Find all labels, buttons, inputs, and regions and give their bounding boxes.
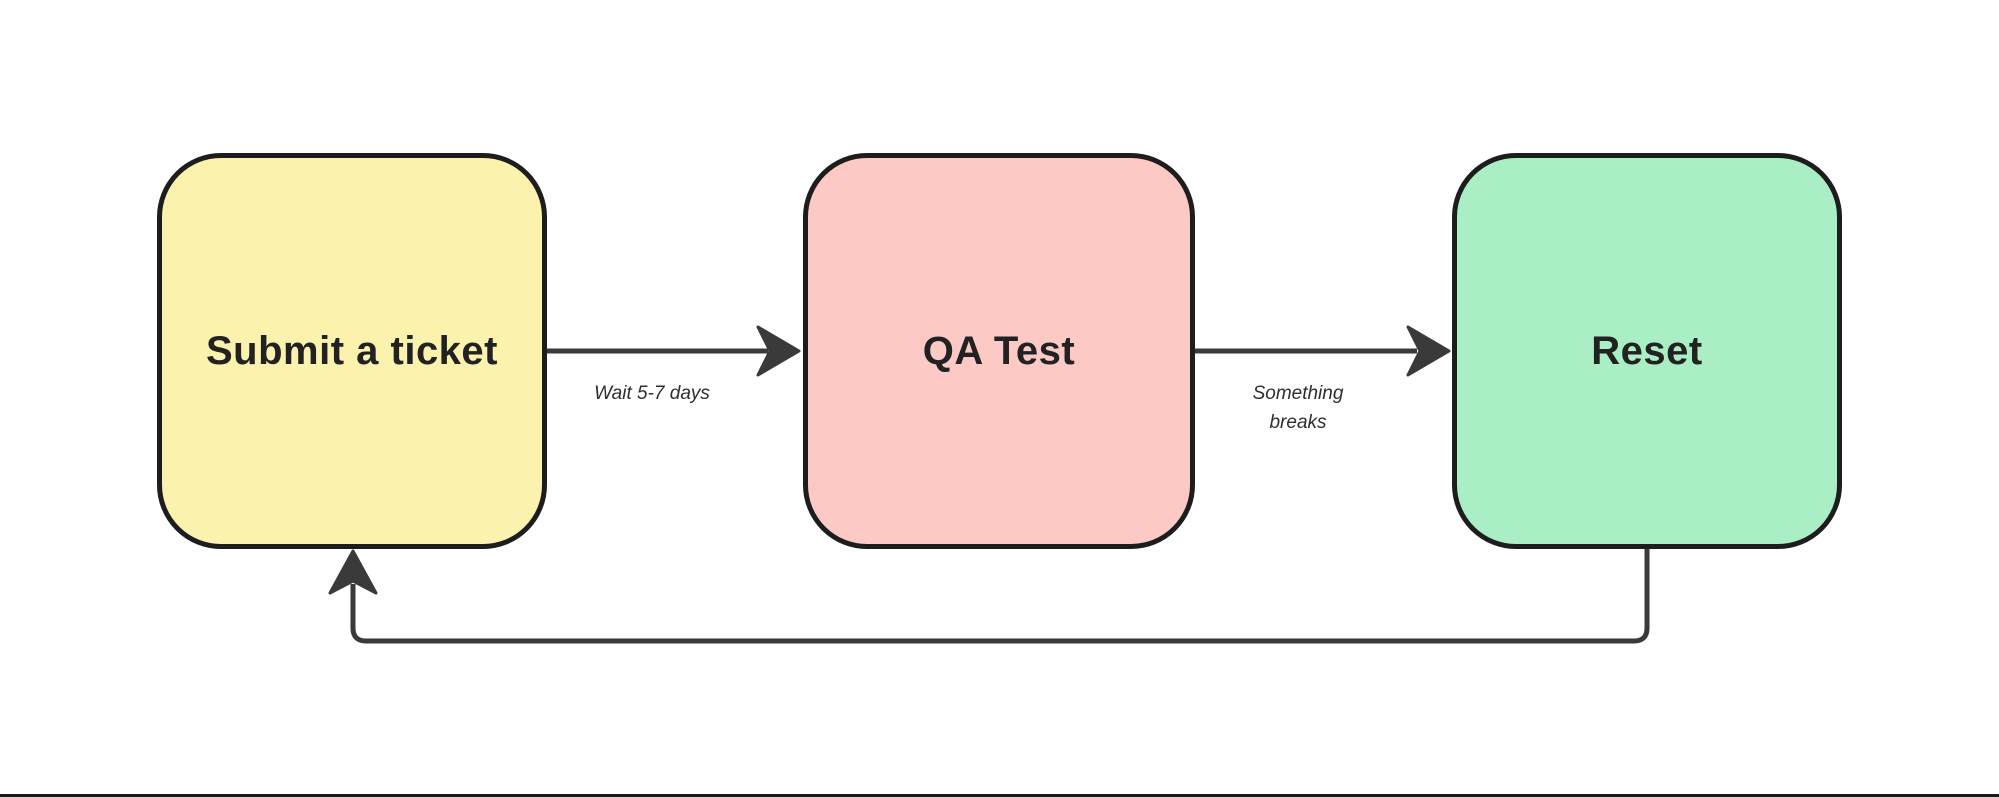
arrow-reset-to-submit-line	[350, 549, 1650, 644]
node-label-qa-test: QA Test	[922, 328, 1076, 373]
node-label-submit-a-ticket: Submit a ticket	[205, 328, 498, 373]
arrow-reset-to-submit-head-icon	[328, 549, 378, 595]
edge-label-something-breaks: Something breaks	[1252, 383, 1344, 434]
arrow-submit-to-qa-head-icon	[756, 325, 801, 377]
edge-label-wait-5-7-days: Wait 5-7 days	[594, 383, 710, 404]
node-qa-test: QA Test	[803, 153, 1195, 549]
node-label-reset: Reset	[1591, 328, 1703, 373]
arrow-qa-to-reset-head-icon	[1406, 325, 1451, 377]
bottom-border-rule	[0, 794, 1999, 797]
node-submit-a-ticket: Submit a ticket	[157, 153, 547, 549]
node-reset: Reset	[1452, 153, 1842, 549]
